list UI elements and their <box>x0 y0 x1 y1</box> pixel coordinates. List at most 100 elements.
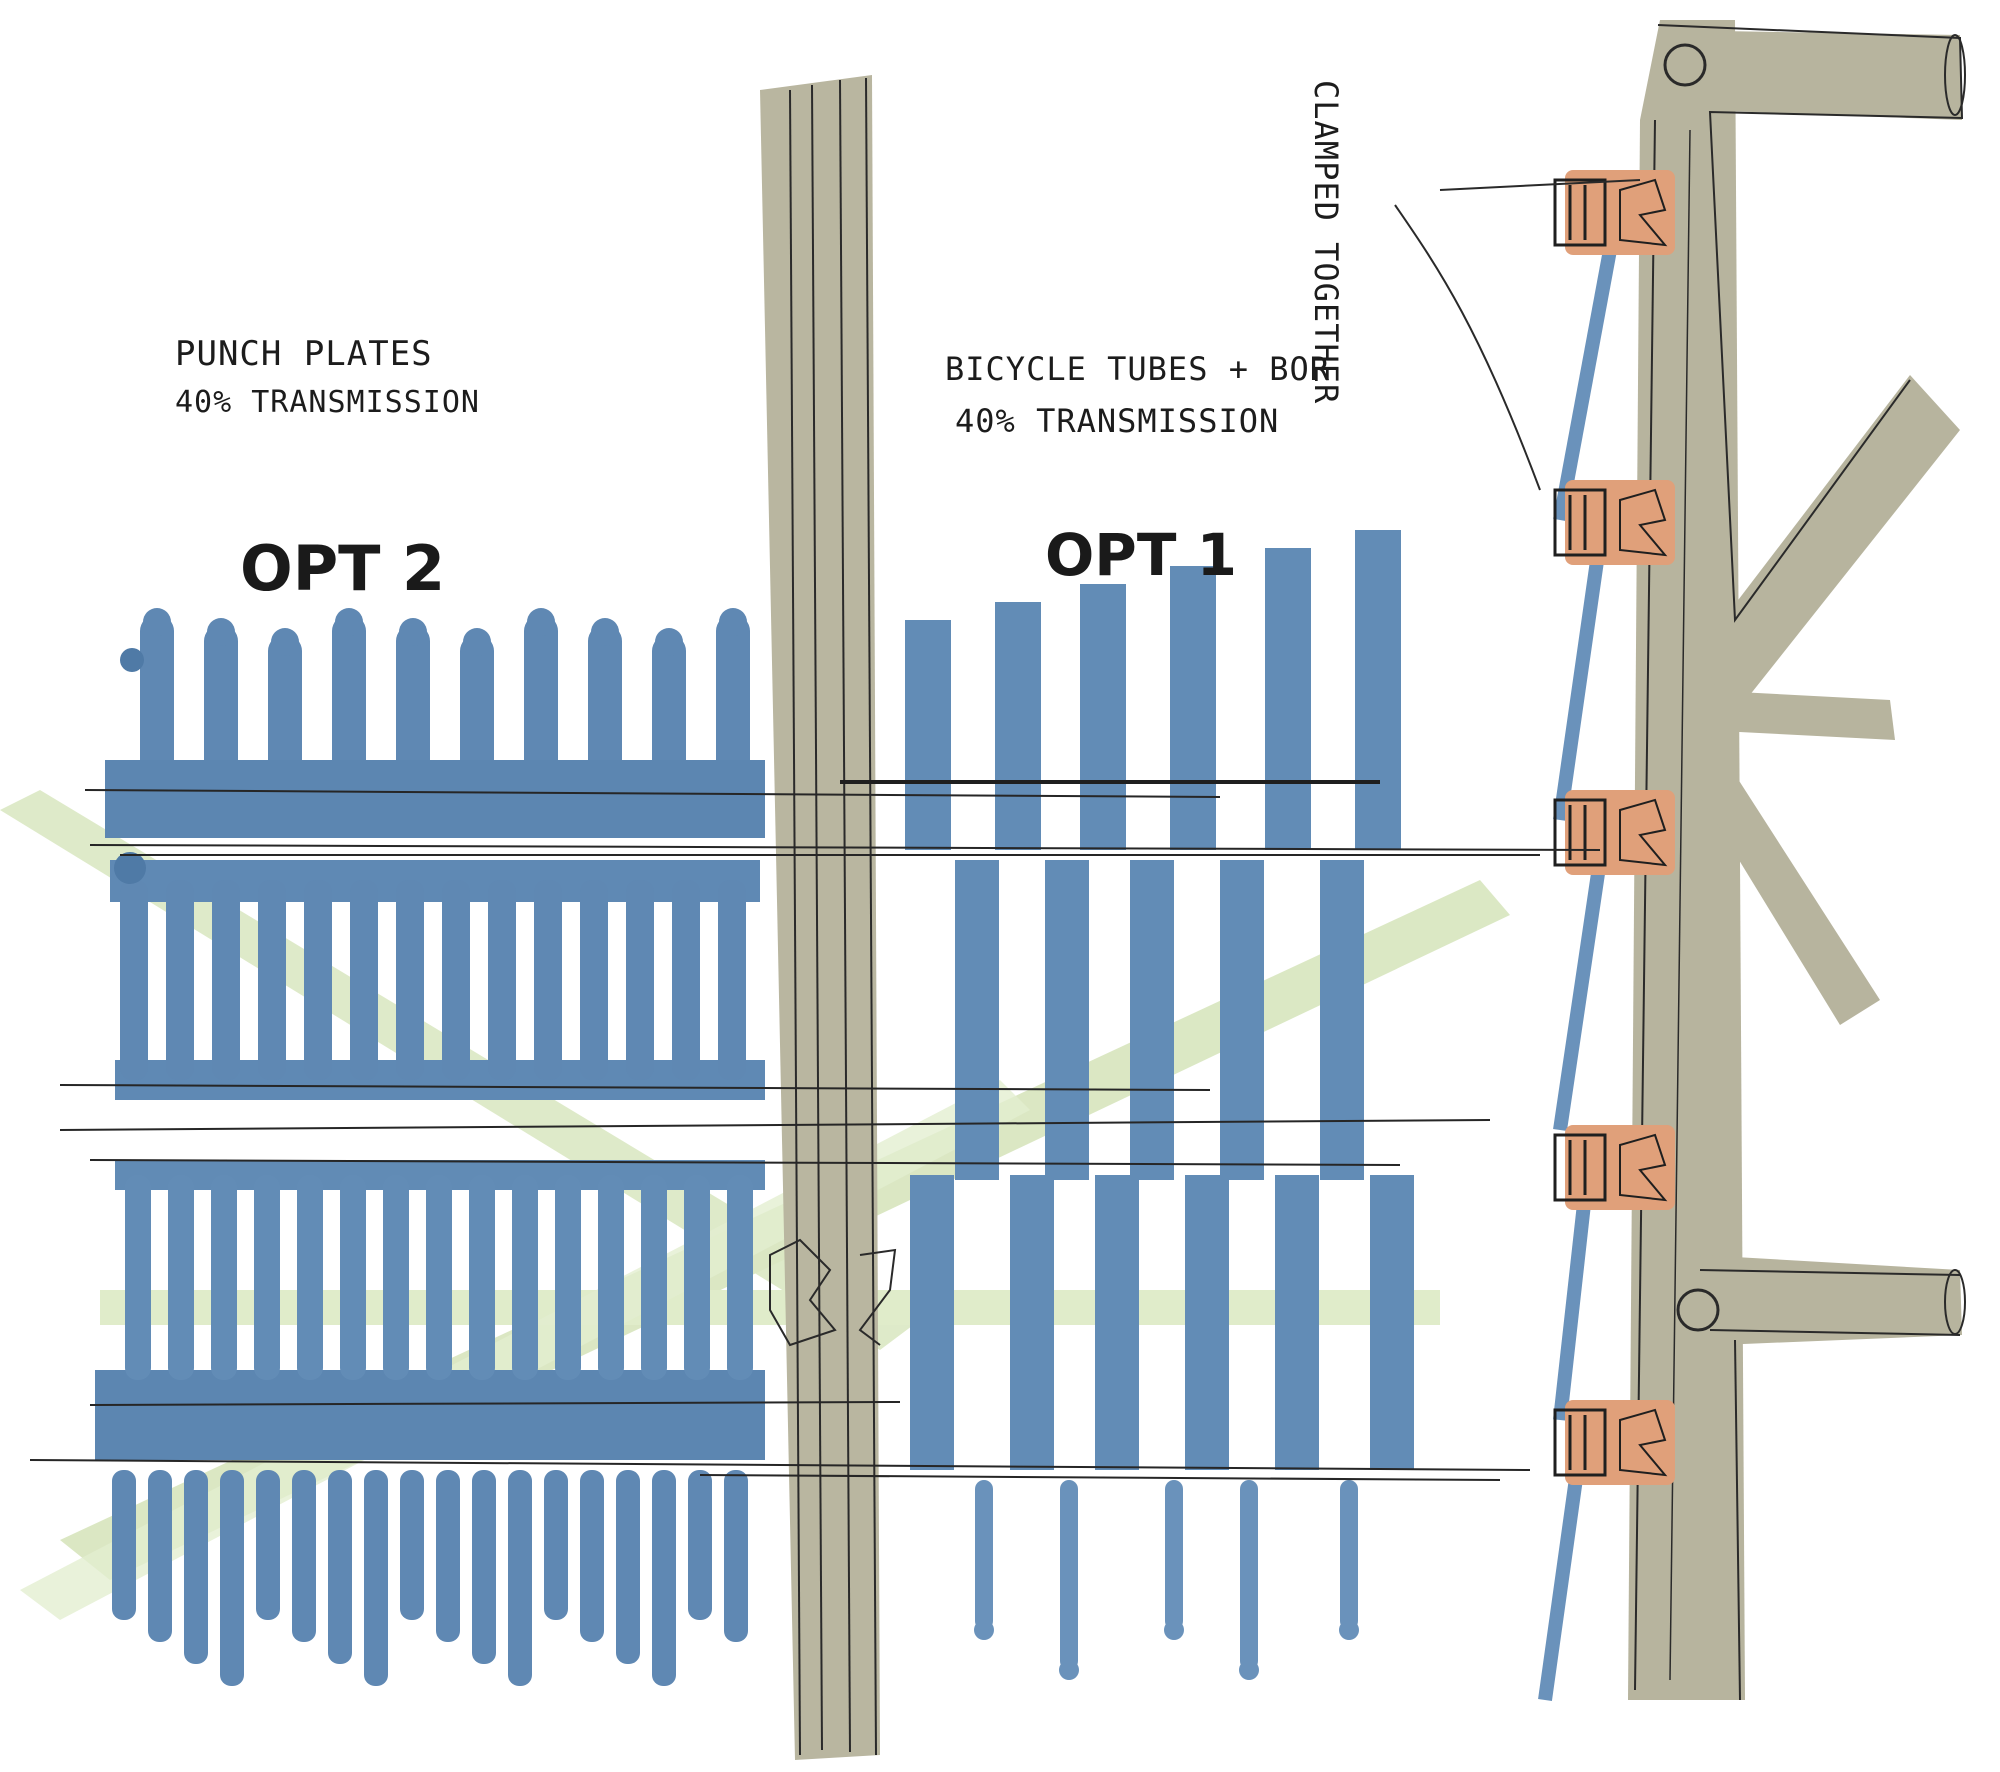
opt2-finger-knob <box>143 608 171 636</box>
opt2-low-slat <box>125 1175 151 1380</box>
opt1-drip <box>1340 1480 1358 1630</box>
opt1-low-tube <box>910 1175 954 1470</box>
opt1-mid-tube <box>1045 860 1089 1180</box>
opt2-bottom-finger <box>580 1470 604 1642</box>
opt2-bottom-finger <box>112 1470 136 1620</box>
opt2-bottom-finger <box>652 1470 676 1686</box>
opt2-bottom-finger <box>220 1470 244 1686</box>
opt2-low-slat <box>555 1175 581 1380</box>
opt2-low-slat <box>254 1175 280 1380</box>
opt2-bottom-finger <box>328 1470 352 1664</box>
opt2-top-finger <box>396 625 430 795</box>
opt1-low-tube <box>1370 1175 1414 1470</box>
opt2-mid-slat <box>212 880 240 1080</box>
opt2-finger-knob <box>463 628 491 656</box>
opt2-bottom-finger <box>184 1470 208 1664</box>
opt2-top-finger <box>716 615 750 785</box>
opt2-mid-slat <box>350 880 378 1080</box>
opt1-drip-end <box>1164 1620 1184 1640</box>
opt2-finger-knob <box>527 608 555 636</box>
opt2-low-slat <box>383 1175 409 1380</box>
callout-curve <box>1394 204 1541 491</box>
opt2-finger-knob <box>591 618 619 646</box>
opt2-bottom-finger <box>292 1470 316 1642</box>
opt1-drip <box>1165 1480 1183 1630</box>
opt2-note-line1: PUNCH PLATES <box>175 334 433 374</box>
opt2-mid-slat <box>396 880 424 1080</box>
opt1-low-tube <box>1095 1175 1139 1470</box>
opt2-note-line2: 40% TRANSMISSION <box>175 385 480 420</box>
opt1-low-tube <box>1275 1175 1319 1470</box>
opt2-bottom-finger <box>616 1470 640 1664</box>
opt2-mid-slat <box>120 880 148 1080</box>
opt2-mid-slat <box>166 880 194 1080</box>
opt2-bottom-finger <box>688 1470 712 1620</box>
opt1-drip <box>1060 1480 1078 1670</box>
opt2-low-slat <box>512 1175 538 1380</box>
opt1-note-line1: BICYCLE TUBES + BOR <box>945 350 1330 388</box>
opt1-low-tube <box>1010 1175 1054 1470</box>
opt2-mid-slat <box>442 880 470 1080</box>
opt1-drip <box>975 1480 993 1630</box>
opt2-mid-slat <box>718 880 746 1080</box>
opt1-bicycle-tubes <box>840 530 1414 1680</box>
opt2-finger-knob <box>207 618 235 646</box>
opt2-mid-slat <box>672 880 700 1080</box>
opt2-bottom-finger <box>364 1470 388 1686</box>
opt2-mid-slat <box>626 880 654 1080</box>
opt2-bottom-finger <box>508 1470 532 1686</box>
opt2-bottom-finger <box>256 1470 280 1620</box>
opt1-mid-tube <box>1220 860 1264 1180</box>
side-note: CLAMPED TOGETHER <box>1307 80 1345 404</box>
opt1-drip <box>1240 1480 1258 1670</box>
opt2-low-slat <box>469 1175 495 1380</box>
right-structure <box>1538 20 1966 1701</box>
opt2-mid-slat <box>534 880 562 1080</box>
opt2-low-slat <box>641 1175 667 1380</box>
opt1-drip-end <box>1339 1620 1359 1640</box>
clamp <box>1553 790 1675 875</box>
opt1-top-tube <box>1080 584 1126 850</box>
opt2-bottom-finger <box>472 1470 496 1664</box>
opt2-top-finger <box>524 615 558 785</box>
opt2-top-finger <box>140 615 174 785</box>
opt1-top-tube <box>1265 548 1311 850</box>
opt2-finger-knob <box>271 628 299 656</box>
opt1-mid-tube <box>1320 860 1364 1180</box>
opt2-low-slat <box>340 1175 366 1380</box>
opt2-finger-knob <box>399 618 427 646</box>
opt2-mid-slat <box>488 880 516 1080</box>
opt1-note-line2: 40% TRANSMISSION <box>955 402 1279 440</box>
clamp <box>1553 1400 1675 1485</box>
opt2-low-slat <box>684 1175 710 1380</box>
opt1-title: OPT 1 <box>1045 521 1237 589</box>
opt2-low-slat <box>168 1175 194 1380</box>
opt1-low-tube <box>1185 1175 1229 1470</box>
opt1-drip-end <box>974 1620 994 1640</box>
opt1-drip-end <box>1239 1660 1259 1680</box>
opt1-drip-end <box>1059 1660 1079 1680</box>
opt2-bottom-finger <box>436 1470 460 1642</box>
opt2-top-finger <box>332 615 366 785</box>
opt2-low-slat <box>727 1175 753 1380</box>
opt2-mid-slat <box>580 880 608 1080</box>
opt2-bottom-finger <box>400 1470 424 1620</box>
opt1-top-tube <box>995 602 1041 850</box>
opt1-mid-tube <box>1130 860 1174 1180</box>
opt2-bottom-finger <box>544 1470 568 1620</box>
opt2-bottom-finger <box>724 1470 748 1642</box>
opt2-low-slat <box>211 1175 237 1380</box>
opt1-mid-tube <box>955 860 999 1180</box>
opt2-punch-plates <box>95 608 765 1686</box>
opt2-bottom-finger <box>148 1470 172 1642</box>
opt2-low-slat <box>297 1175 323 1380</box>
opt2-top-finger <box>588 625 622 795</box>
opt2-title: OPT 2 <box>240 532 445 605</box>
clamp <box>1553 170 1675 255</box>
opt2-top-finger <box>204 625 238 795</box>
opt2-low-slat <box>598 1175 624 1380</box>
central-mullion <box>760 75 897 1760</box>
opt2-mid-slat <box>304 880 332 1080</box>
clamp <box>1553 1125 1675 1210</box>
